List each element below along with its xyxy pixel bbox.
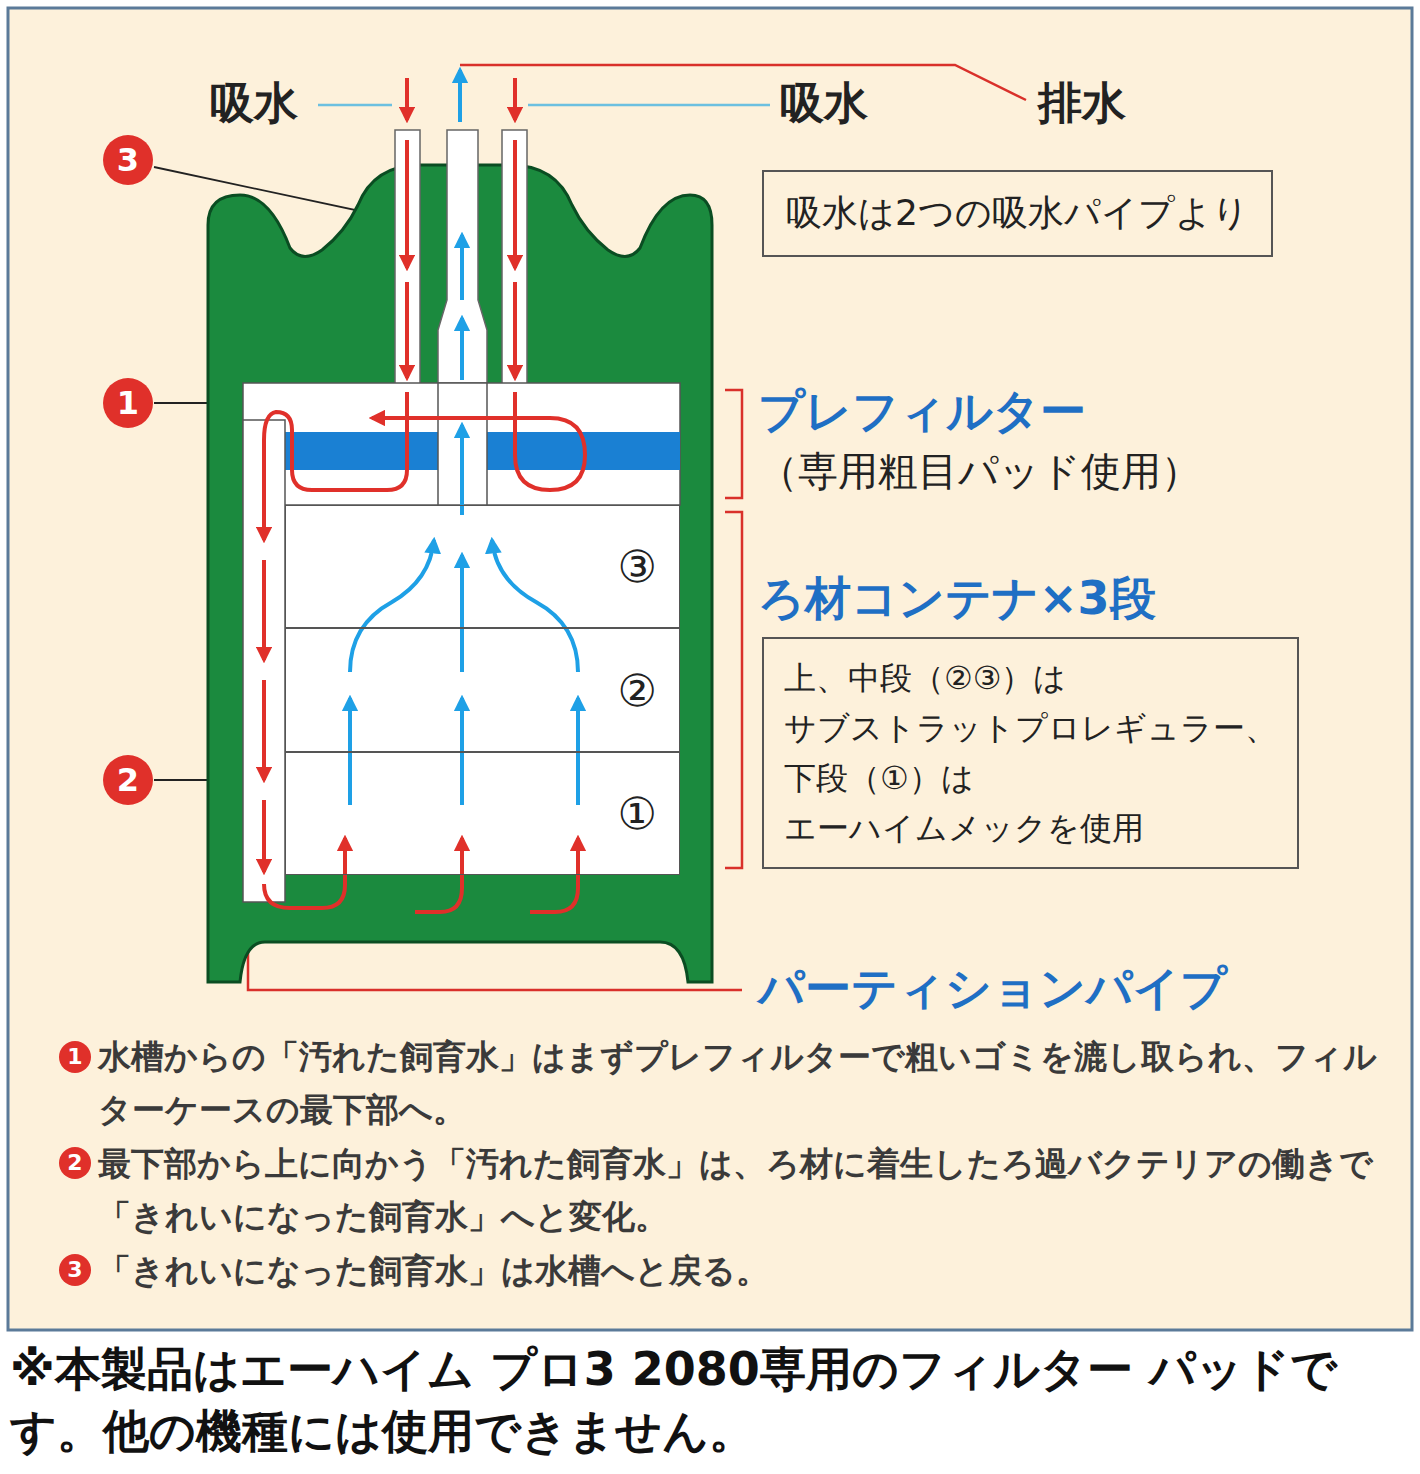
callout-number: 3 [103,135,153,185]
note-text: 水槽からの「汚れた飼育水」はまずプレフィルターで粗いゴミを漉し取られ、フィルター… [98,1030,1378,1136]
clean-water-flow-part [458,70,462,122]
dirty-water-flow-part [405,140,409,268]
leader-lines-part [528,104,770,107]
media-tray: ① [285,752,680,875]
note-box: 吸水は2つの吸水パイプより [762,170,1273,257]
filter-housing-part [285,628,680,752]
filter-housing-part [395,130,420,385]
leader-lines-part [318,104,392,107]
dirty-water-flow-part [415,838,462,912]
bullet-number: 3 [59,1254,91,1286]
filter-housing-part [502,130,527,385]
dirty-water-flow-part [405,78,409,120]
filter-housing-part [285,432,438,470]
dirty-water-flow-part [264,838,345,908]
clean-water-flow-part [460,318,464,380]
note-text: 最下部から上に向かう「汚れた飼育水」は、ろ材に着生したろ過バクテリアの働きで「き… [98,1137,1378,1243]
dirty-water-flow-part [262,560,266,660]
clean-water-flow [350,70,578,805]
dirty-water-flow [264,78,585,912]
dirty-water-flow-part [262,680,266,780]
leader-lines-part [725,512,742,868]
filter-housing-part [208,165,712,982]
clean-water-flow-part [492,540,578,672]
dirty-water-flow-part [262,800,266,872]
dirty-water-flow-part [405,282,409,378]
part-note: （専用粗目パッド使用） [758,448,1201,494]
bullet-number: 2 [59,1147,91,1179]
bullet-number: 1 [59,1041,91,1073]
media-tray: ② [285,628,680,752]
clean-water-flow-part [460,235,464,300]
dirty-water-flow-part [372,392,585,490]
note-box: 上、中段（②③）は サブストラットプロレギュラー、 下段（①）は エーハイムメッ… [762,637,1299,869]
part-name: パーティションパイプ [758,962,1227,1015]
leader-lines-part [460,65,1026,100]
callout-number: 1 [103,378,153,428]
note-text: 上、中段（②③）は サブストラットプロレギュラー、 下段（①）は エーハイムメッ… [784,653,1277,853]
media-tray: ③ [285,505,680,628]
dirty-water-flow-part [513,78,517,120]
tray-number: ③ [618,541,657,592]
background-panel [8,8,1412,1330]
clean-water-flow-part [460,555,464,672]
tray-number: ① [618,788,657,839]
leader-lines-part [725,390,742,498]
tray-number: ② [618,665,657,716]
callout-number: 2 [103,755,153,805]
intake-label: 吸水 [780,78,868,129]
note-text: 吸水は2つの吸水パイプより [786,190,1249,237]
dirty-water-flow-part [513,140,517,268]
caption: ※本製品はエーハイム プロ3 2080専用のフィルター パッドです。他の機種には… [10,1338,1410,1462]
intake-label: 吸水 [210,78,298,129]
part-name: ろ材コンテナ×3段 [758,572,1156,625]
clean-water-flow-part [350,540,434,672]
dirty-water-flow-part [530,838,578,912]
clean-water-flow-part [460,425,464,515]
note-text: 「きれいになった飼育水」は水槽へと戻る。 [98,1244,1378,1297]
outlet-label: 排水 [1038,78,1126,129]
filter-housing [208,130,712,982]
part-name: プレフィルター [758,385,1086,438]
filter-housing-part [285,505,680,628]
dirty-water-flow-part [513,282,517,378]
